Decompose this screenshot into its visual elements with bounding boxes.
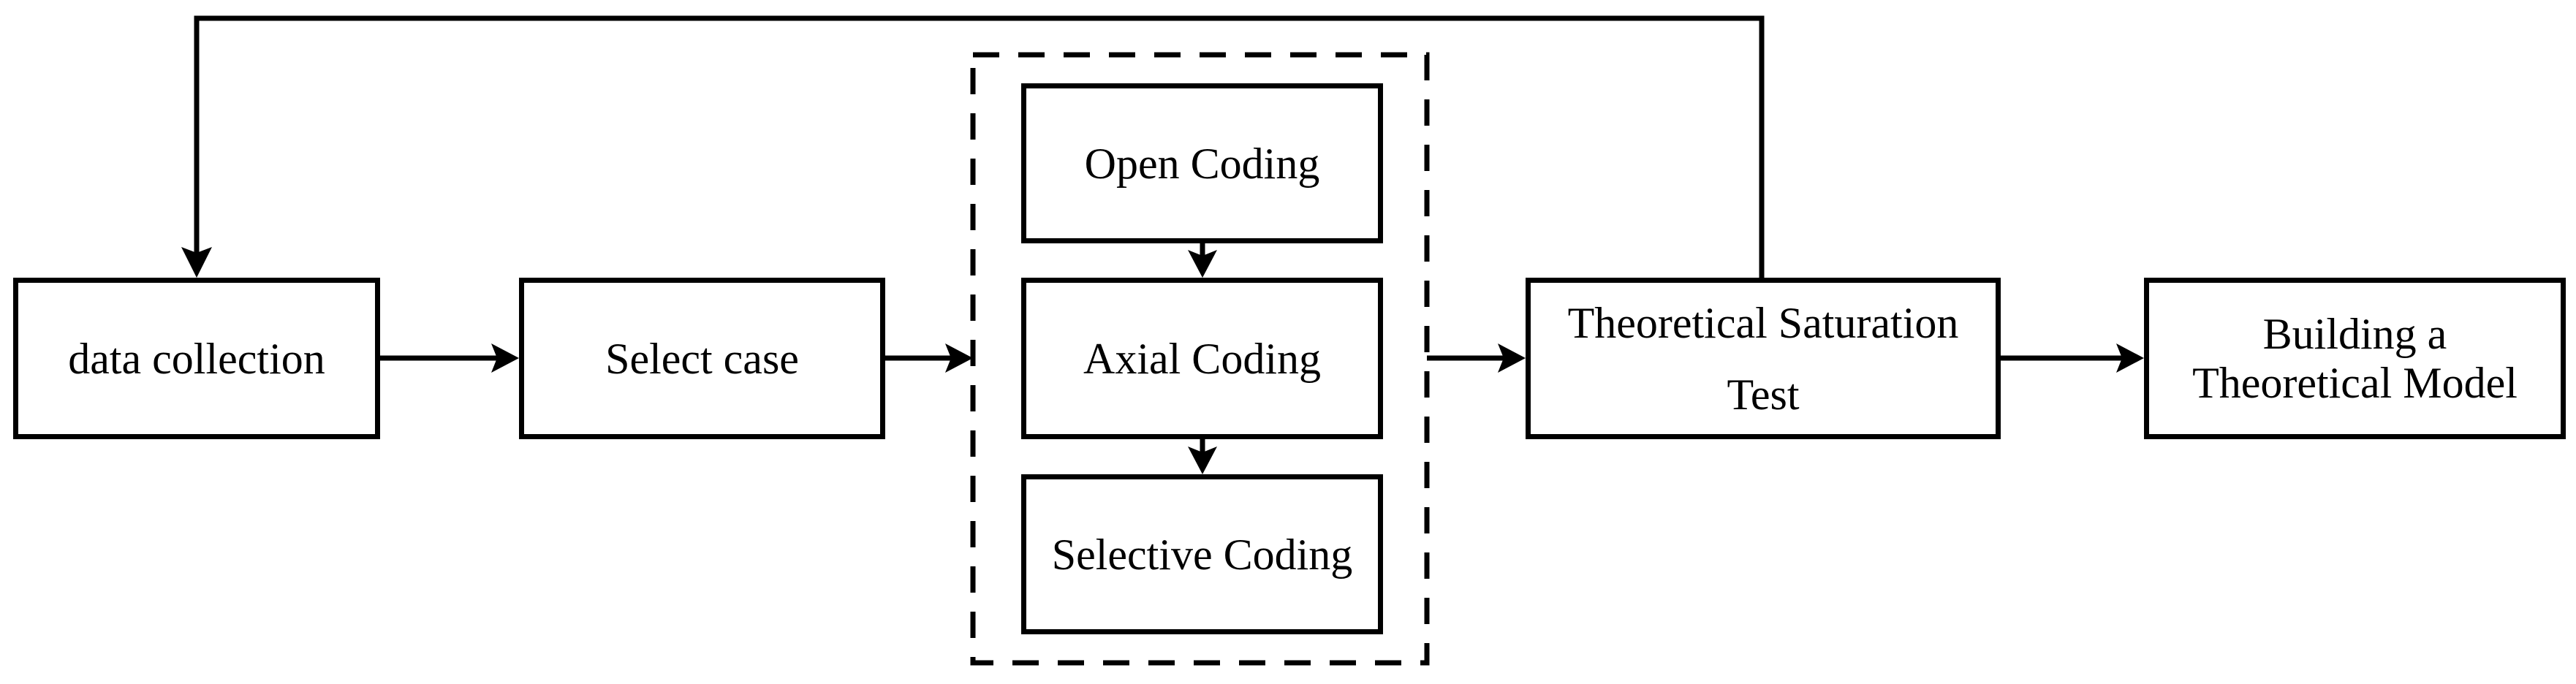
arrow-codinggroup-saturationtest-head	[1498, 343, 1526, 373]
node-open-coding: Open Coding	[1021, 83, 1383, 243]
arrow-saturationtest-buildingmodel-head	[2116, 343, 2144, 373]
node-select-case: Select case	[519, 278, 885, 439]
arrow-selectcase-codinggroup-head	[945, 343, 973, 373]
node-saturation-test: Theoretical Saturation Test	[1526, 278, 2001, 439]
node-selective-coding: Selective Coding	[1021, 474, 1383, 634]
arrow-opencoding-axialcoding-head	[1188, 250, 1217, 278]
feedback-arrowhead	[181, 247, 212, 278]
node-axial-coding: Axial Coding	[1021, 278, 1383, 439]
node-open-coding-label: Open Coding	[1084, 139, 1320, 188]
node-data-collection-label: data collection	[68, 334, 325, 383]
node-saturation-test-label-line2: Test	[1727, 370, 1800, 419]
node-saturation-test-label-line1: Theoretical Saturation	[1567, 298, 1959, 347]
arrow-axialcoding-selectivecoding-head	[1188, 446, 1217, 474]
node-axial-coding-label: Axial Coding	[1083, 334, 1321, 383]
node-selective-coding-label: Selective Coding	[1051, 530, 1353, 579]
feedback-arrow-line	[194, 15, 1765, 278]
node-select-case-label: Select case	[605, 334, 799, 383]
node-building-model: Building a Theoretical Model	[2144, 278, 2566, 439]
arrow-datacollection-selectcase-head	[491, 343, 519, 373]
coding-group-dashed-border	[970, 52, 1430, 666]
node-data-collection: data collection	[13, 278, 380, 439]
node-building-model-label-line2: Theoretical Model	[2192, 358, 2518, 407]
node-building-model-label-line1: Building a	[2262, 309, 2447, 358]
